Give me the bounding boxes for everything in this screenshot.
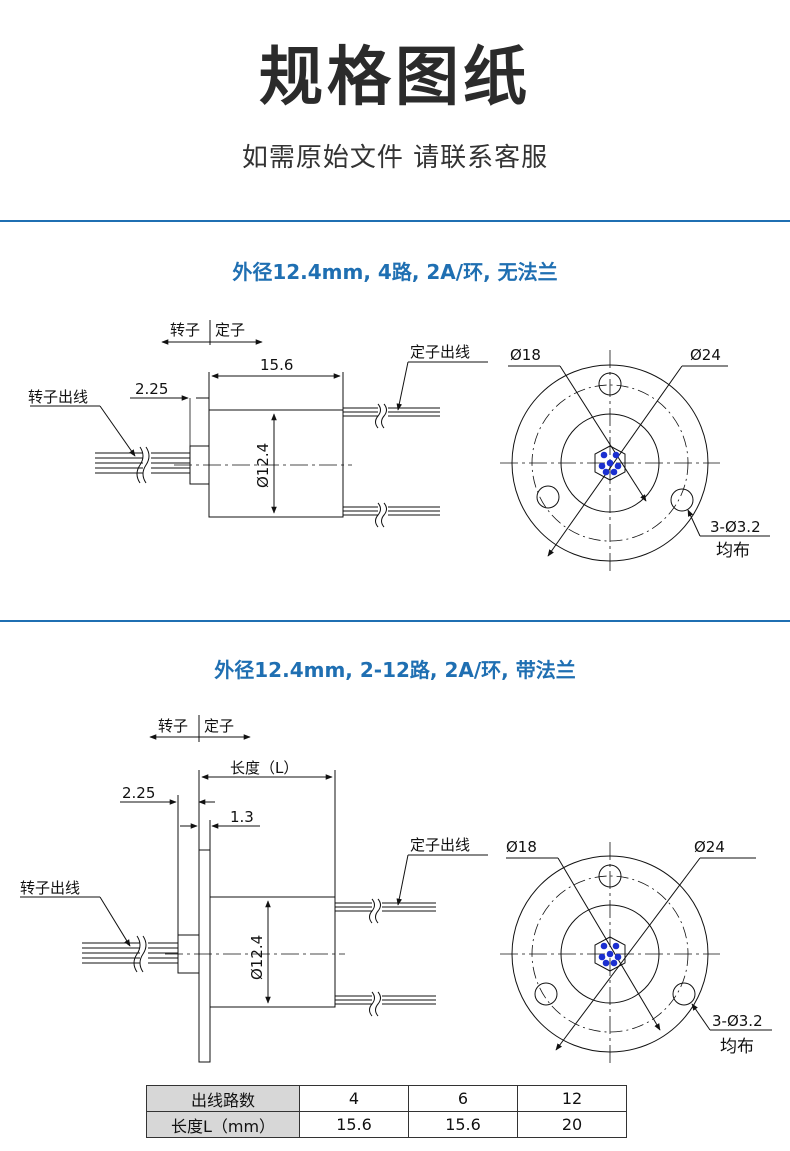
- section2-front-labels: Ø18 Ø24 3-Ø3.2 均布: [506, 838, 763, 1057]
- stator-wire-label: 定子出线: [410, 343, 470, 361]
- table-cell: 15.6: [299, 1111, 409, 1138]
- holes-label: 3-Ø3.2: [710, 518, 761, 536]
- section1-side-labels: 转子 定子 15.6 2.25 转子出线 定子出线 Ø12.4: [28, 321, 470, 488]
- table-row: 出线路数 4 6 12: [146, 1085, 627, 1112]
- shaft-dim-label: 2.25: [122, 784, 155, 802]
- stator-label: 定子: [204, 717, 234, 735]
- table-header-cell: 长度L（mm）: [146, 1111, 300, 1138]
- stator-label: 定子: [215, 321, 245, 339]
- holes-label: 3-Ø3.2: [712, 1012, 763, 1030]
- section1-title: 外径12.4mm, 4路, 2A/环, 无法兰: [232, 260, 558, 284]
- section1-side-view: [30, 320, 488, 528]
- rotor-label: 转子: [158, 717, 188, 735]
- rotor-wire-label: 转子出线: [28, 388, 88, 406]
- table-cell: 20: [517, 1111, 627, 1138]
- length-dim-label: 15.6: [260, 356, 293, 374]
- shaft-dim-label: 2.25: [135, 380, 168, 398]
- diameter-dim-label: Ø12.4: [254, 443, 272, 488]
- table-header-cell: 出线路数: [146, 1085, 300, 1112]
- holes-note-label: 均布: [716, 541, 750, 561]
- holes-note-label: 均布: [720, 1037, 754, 1057]
- rotor-label: 转子: [170, 321, 200, 339]
- table-row: 长度L（mm） 15.6 15.6 20: [146, 1111, 627, 1138]
- inner-diameter-label: Ø18: [506, 838, 537, 856]
- section2-contacts: [598, 942, 622, 967]
- section2-side-labels: 转子 定子 长度（L） 2.25 1.3 转子出线 定子出线 Ø12.4: [20, 717, 470, 980]
- section1-front-labels: Ø18 Ø24 3-Ø3.2 均布: [510, 346, 761, 561]
- section1-contacts: [598, 451, 622, 476]
- table-cell: 15.6: [408, 1111, 518, 1138]
- table-cell: 6: [408, 1085, 518, 1112]
- rotor-wire-label: 转子出线: [20, 879, 80, 897]
- section-divider: [0, 620, 790, 622]
- section2-front-view: [500, 842, 772, 1066]
- section2-title: 外径12.4mm, 2-12路, 2A/环, 带法兰: [214, 658, 576, 682]
- length-dim-label: 长度（L）: [230, 759, 298, 777]
- section2-side-view: [20, 715, 488, 1063]
- table-cell: 4: [299, 1085, 409, 1112]
- table-cell: 12: [517, 1085, 627, 1112]
- section-divider: [0, 220, 790, 222]
- page-title: 规格图纸: [259, 41, 531, 115]
- flange-dim-label: 1.3: [230, 808, 254, 826]
- diameter-dim-label: Ø12.4: [248, 935, 266, 980]
- outer-diameter-label: Ø24: [690, 346, 721, 364]
- outer-diameter-label: Ø24: [694, 838, 725, 856]
- page-subtitle: 如需原始文件 请联系客服: [241, 143, 549, 173]
- inner-diameter-label: Ø18: [510, 346, 541, 364]
- stator-wire-label: 定子出线: [410, 836, 470, 854]
- spec-table: 出线路数 4 6 12 长度L（mm） 15.6 15.6 20: [146, 1085, 627, 1138]
